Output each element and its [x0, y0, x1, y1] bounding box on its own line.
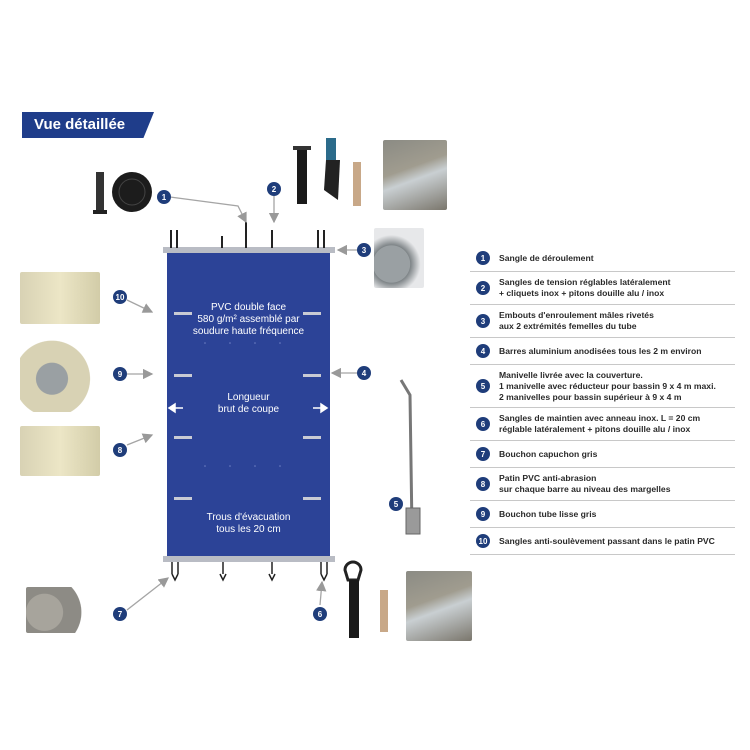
cover-length-label: Longueur brut de coupe: [217, 392, 280, 415]
legend-num: 6: [476, 417, 490, 431]
tension-strap-illustration: [293, 138, 361, 206]
callout-9: 9: [113, 367, 127, 381]
photo-pvc-pad-8: [20, 426, 100, 476]
legend-text: Barres aluminium anodisées tous les 2 m …: [499, 345, 702, 356]
callout-1: 1: [157, 190, 171, 204]
legend-text: Sangles de tension réglables latéralemen…: [499, 277, 671, 298]
legend-text: Sangle de déroulement: [499, 252, 594, 263]
cover-drain-label: Trous d'évacuation tous les 20 cm: [206, 512, 291, 535]
bottom-pegs: [171, 562, 328, 582]
callout-7: 7: [113, 607, 127, 621]
legend-num: 10: [476, 534, 490, 548]
legend-text: Manivelle livrée avec la couverture.1 ma…: [499, 369, 716, 402]
callout-3: 3: [357, 243, 371, 257]
legend-item-10: 10 Sangles anti-soulèvement passant dans…: [470, 528, 735, 555]
aluminium-bars: [174, 312, 321, 500]
section-header: Vue détaillée: [22, 112, 154, 138]
legend-num: 5: [476, 379, 490, 393]
legend-item-2: 2 Sangles de tension réglables latéralem…: [470, 272, 735, 305]
cover-material-label: PVC double face 580 g/m² assemblé par so…: [192, 302, 305, 337]
callout-10: 10: [113, 290, 127, 304]
photo-rail-detail-top: [383, 140, 447, 210]
legend-num: 9: [476, 507, 490, 521]
photo-pvc-pad-10: [20, 272, 100, 324]
legend-num: 2: [476, 281, 490, 295]
legend-text: Sangles de maintien avec anneau inox. L …: [499, 413, 701, 434]
legend-text: Sangles anti-soulèvement passant dans le…: [499, 535, 715, 546]
legend-item-6: 6 Sangles de maintien avec anneau inox. …: [470, 408, 735, 441]
legend-num: 1: [476, 251, 490, 265]
photo-rail-detail-bottom: [406, 571, 472, 641]
callout-5: 5: [389, 497, 403, 511]
retaining-strap-illustration: [343, 560, 388, 638]
legend-item-4: 4 Barres aluminium anodisées tous les 2 …: [470, 338, 735, 365]
legend-text: Bouchon tube lisse gris: [499, 508, 597, 519]
bottom-tube: [163, 556, 335, 562]
section-title: Vue détaillée: [34, 116, 126, 133]
legend-num: 8: [476, 477, 490, 491]
photo-tube-end: [374, 228, 424, 288]
legend-num: 4: [476, 344, 490, 358]
photo-cap-7: [26, 587, 100, 633]
legend-item-7: 7 Bouchon capuchon gris: [470, 441, 735, 468]
callout-6: 6: [313, 607, 327, 621]
callout-2: 2: [267, 182, 281, 196]
callout-4: 4: [357, 366, 371, 380]
legend-text: Bouchon capuchon gris: [499, 448, 598, 459]
legend-num: 3: [476, 314, 490, 328]
pool-cover: [167, 253, 330, 556]
top-tube: [163, 247, 335, 253]
legend-item-5: 5 Manivelle livrée avec la couverture.1 …: [470, 365, 735, 408]
photo-tube-plug-9: [20, 338, 100, 412]
roll-strap-illustration: [93, 172, 152, 214]
legend-num: 7: [476, 447, 490, 461]
width-arrows: [167, 402, 329, 414]
top-straps: [170, 222, 325, 248]
legend-item-9: 9 Bouchon tube lisse gris: [470, 501, 735, 528]
legend: 1 Sangle de déroulement 2 Sangles de ten…: [470, 245, 735, 555]
legend-item-1: 1 Sangle de déroulement: [470, 245, 735, 272]
callout-8: 8: [113, 443, 127, 457]
drain-holes: [204, 342, 281, 467]
crank-illustration: [399, 379, 421, 535]
